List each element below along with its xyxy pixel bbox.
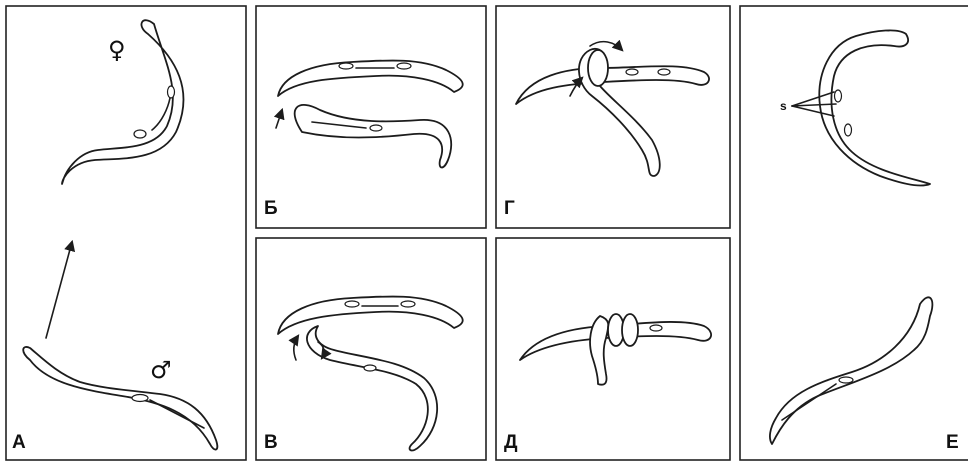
- panel-a-label: А: [12, 432, 26, 453]
- panel-v: В: [256, 238, 486, 460]
- panel-e-label: Е: [946, 432, 959, 453]
- female-egg-g1: [626, 69, 638, 75]
- panel-e: s Е: [740, 6, 968, 460]
- panel-a: ♀ ♂ А: [6, 6, 246, 460]
- female-egg-e1: [835, 90, 842, 102]
- male-gonad: [132, 395, 148, 402]
- panel-g-label: Г: [504, 198, 515, 219]
- female-egg-g2: [658, 69, 670, 75]
- male-symbol: ♂: [150, 356, 172, 384]
- female-egg-v1: [345, 301, 359, 307]
- female-egg-e2: [845, 124, 852, 136]
- panel-e-frame: [740, 6, 968, 460]
- female-egg-d: [650, 325, 662, 331]
- panel-v-frame: [256, 238, 486, 460]
- male-coil-g: [588, 50, 608, 86]
- panel-g-frame: [496, 6, 730, 228]
- panel-d-label: Д: [504, 432, 518, 453]
- male-gonad-e: [839, 377, 853, 383]
- male-gonad-v: [364, 365, 376, 371]
- panel-v-label: В: [264, 432, 278, 453]
- panel-b: Б: [256, 6, 486, 228]
- female-egg-posterior: [134, 130, 146, 138]
- female-egg-anterior: [168, 86, 175, 98]
- female-egg-b1: [339, 63, 353, 69]
- male-gonad-b: [370, 125, 382, 131]
- panel-b-frame: [256, 6, 486, 228]
- panel-b-label: Б: [264, 198, 278, 219]
- male-coil-d2: [622, 314, 638, 346]
- female-symbol: ♀: [108, 36, 126, 64]
- panel-g: Г: [496, 6, 730, 228]
- panel-d: Д: [496, 238, 730, 460]
- spicule-label: s: [780, 99, 787, 113]
- female-egg-b2: [397, 63, 411, 69]
- female-egg-v2: [401, 301, 415, 307]
